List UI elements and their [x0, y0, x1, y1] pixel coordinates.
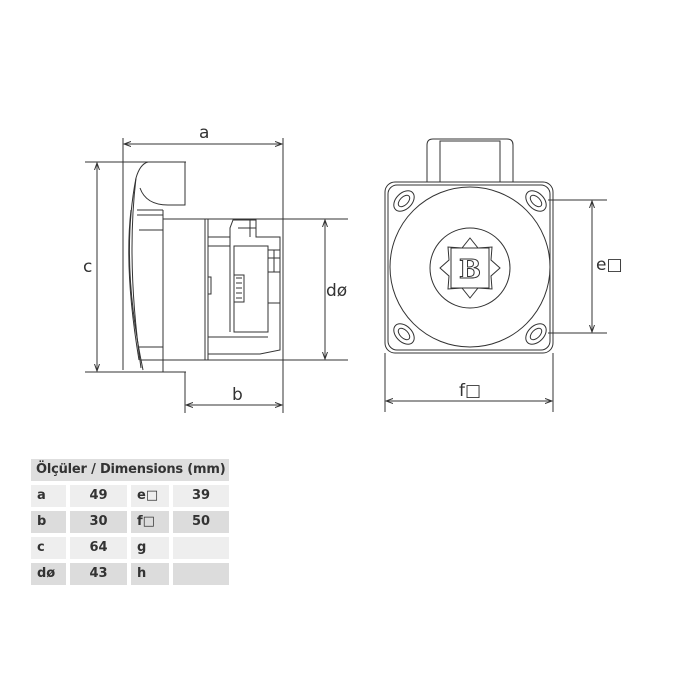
- dim-label-a: a: [199, 123, 209, 143]
- dim-label-e: e□: [596, 255, 623, 275]
- dim-value: 64: [70, 537, 127, 559]
- table-row: dø 43 h: [31, 563, 229, 585]
- dim-value: 39: [173, 485, 229, 507]
- table-row: c 64 g: [31, 537, 229, 559]
- dim-key: c: [31, 537, 66, 559]
- table-title: Ölçüler / Dimensions (mm): [31, 459, 229, 481]
- dim-label-b: b: [232, 385, 243, 405]
- dim-value: 49: [70, 485, 127, 507]
- dim-value: 50: [173, 511, 229, 533]
- dim-key: dø: [31, 563, 66, 585]
- dim-value: 43: [70, 563, 127, 585]
- table-row: b 30 f□ 50: [31, 511, 229, 533]
- dim-label-c: c: [83, 257, 92, 277]
- brand-logo-icon: [439, 237, 501, 299]
- dim-key: b: [31, 511, 66, 533]
- dim-key: h: [131, 563, 169, 585]
- dim-key: a: [31, 485, 66, 507]
- dim-key: f□: [131, 511, 169, 533]
- dim-key: g: [131, 537, 169, 559]
- dim-value: 30: [70, 511, 127, 533]
- dim-value: [173, 563, 229, 585]
- dim-key: e□: [131, 485, 169, 507]
- front-view: [384, 138, 607, 412]
- table-row: a 49 e□ 39: [31, 485, 229, 507]
- logo-letter: B: [459, 255, 481, 285]
- dimensions-table: Ölçüler / Dimensions (mm) a 49 e□ 39 b 3…: [31, 459, 229, 589]
- side-view: [85, 138, 348, 413]
- dim-label-f: f□: [459, 381, 481, 401]
- dim-label-d: dø: [326, 281, 347, 301]
- dim-value: [173, 537, 229, 559]
